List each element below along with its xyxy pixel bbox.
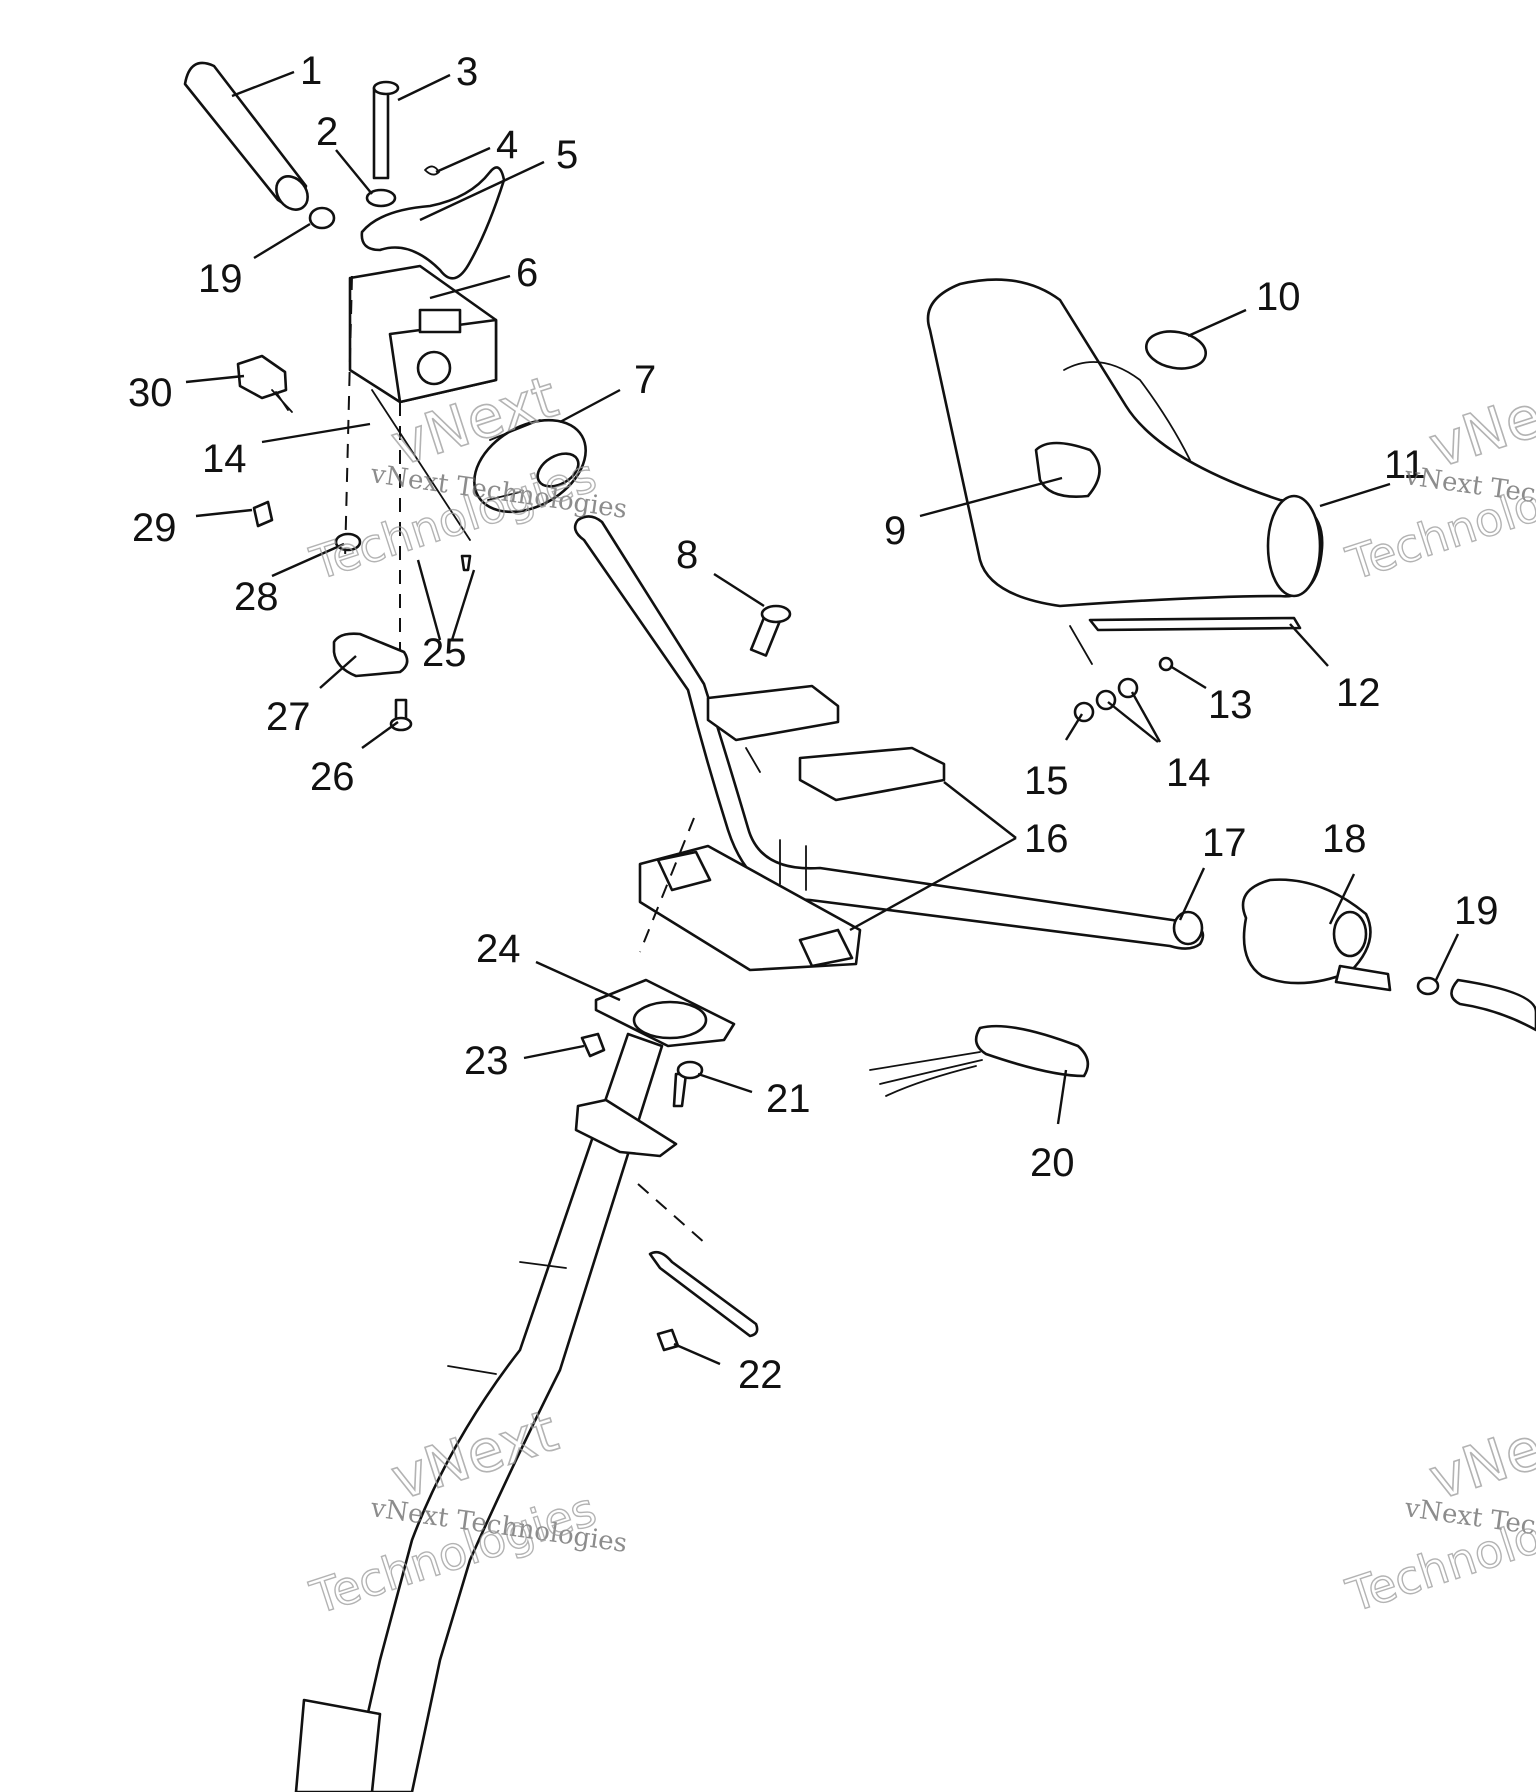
callout-7: 7 [634,358,656,402]
callout-18: 18 [1322,817,1367,861]
throttle-housing [1241,878,1392,992]
left-grip [183,61,309,211]
watermark: vNext Technologies vNext Technologies [1339,1395,1536,1623]
steering-pin [648,1250,759,1352]
callout-6: 6 [516,251,538,295]
switch-housing [473,418,587,514]
clamp-bolt [389,698,413,732]
callout-19: 19 [198,257,243,301]
callout-29: 29 [132,506,177,550]
nut [656,1328,680,1352]
callout-15: 15 [1024,759,1069,803]
callout-1: 1 [300,49,322,93]
lever-clamp [332,632,409,678]
grip-heater [869,1024,1090,1097]
right-grip [1450,978,1536,1032]
callout-12: 12 [1336,671,1381,715]
lower-clamp [638,844,862,972]
bolt [672,1060,704,1108]
pad-plug [1144,330,1208,370]
pad-strip [1088,616,1302,632]
callout-26: 26 [310,755,355,799]
callout-27: 27 [266,695,311,739]
callout-13: 13 [1208,683,1253,727]
nut [580,1032,606,1058]
clip [424,165,441,176]
watermark: vNext Technologies vNext Technologies [303,1395,629,1625]
leader-lines [185,70,1460,1366]
callout-8: 8 [676,533,698,577]
watermark: vNext Technologies vNext Technologies [1339,363,1536,591]
callout-3: 3 [456,50,478,94]
assembly-guide [1069,625,1093,665]
callout-21: 21 [766,1077,811,1121]
callout-14: 14 [202,437,247,481]
callout-19: 19 [1454,889,1499,933]
handlebar-pad [926,278,1324,608]
callout-2: 2 [316,110,338,154]
screw [1158,656,1174,672]
callout-9: 9 [884,509,906,553]
callout-4: 4 [496,123,518,167]
callout-24: 24 [476,927,521,971]
callout-20: 20 [1030,1141,1075,1185]
watermark-text: Technologies [304,448,603,591]
callout-14: 14 [1166,751,1211,795]
callout-11: 11 [1384,443,1426,487]
assembly-guide [637,1183,707,1245]
brake-lever [360,166,506,280]
callout-17: 17 [1202,821,1247,865]
master-cylinder [348,264,498,404]
washer [365,188,397,208]
callout-28: 28 [234,575,279,619]
assembly-guide [371,389,471,541]
callout-10: 10 [1256,275,1301,319]
grip-washer [1416,976,1440,996]
callout-30: 30 [128,371,173,415]
clamp-bolt [749,604,792,657]
callout-labels: 1 3 2 4 5 19 6 30 7 14 29 28 25 27 26 8 … [128,49,1499,1397]
screw [460,554,472,572]
assembly-guide [639,817,695,953]
watermark-text: vNext [1421,364,1536,481]
handlebar-clamp [706,684,946,802]
pivot-pin [372,80,400,180]
callout-5: 5 [556,133,578,177]
nut [1073,701,1095,723]
callout-16: 16 [1024,817,1069,861]
steering-post [294,1032,678,1792]
callout-23: 23 [464,1039,509,1083]
switch [236,354,293,413]
steering-flange [594,978,736,1048]
callout-22: 22 [738,1353,783,1397]
nut [252,500,274,528]
callout-25: 25 [422,631,467,675]
grip-washer [308,206,336,230]
watermark-text: vNext [1421,1396,1536,1513]
